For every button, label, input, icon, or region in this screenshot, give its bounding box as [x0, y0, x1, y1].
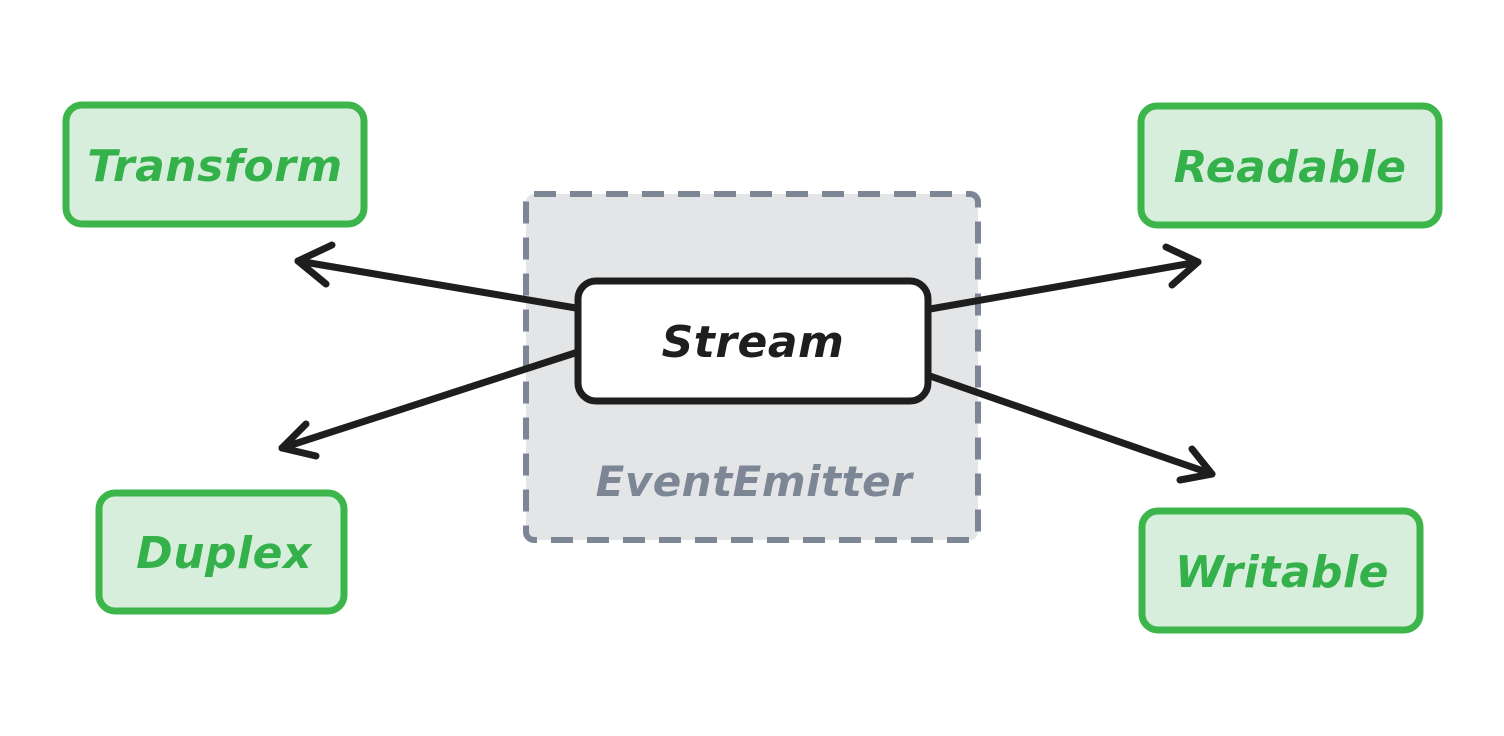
- stream-node: Stream: [574, 277, 932, 405]
- readable-box: [1137, 102, 1443, 229]
- duplex-box: [95, 489, 348, 615]
- writable-label: Writable: [1175, 547, 1389, 598]
- arrow-to-transform: [294, 241, 580, 312]
- transform-node: Transform: [62, 101, 368, 228]
- transform-box: [62, 101, 368, 228]
- readable-node: Readable: [1137, 102, 1443, 229]
- transform-label: Transform: [87, 141, 343, 192]
- readable-label: Readable: [1174, 142, 1407, 193]
- writable-box: [1138, 507, 1424, 634]
- duplex-node: Duplex: [95, 489, 348, 615]
- eventemitter-label: EventEmitter: [596, 457, 915, 506]
- stream-label: Stream: [662, 317, 845, 368]
- stream-box: [574, 277, 932, 405]
- arrow-to-writable: [926, 372, 1216, 484]
- writable-node: Writable: [1138, 507, 1424, 634]
- arrow-to-readable: [926, 243, 1202, 313]
- arrows: [278, 241, 1216, 484]
- duplex-label: Duplex: [136, 528, 313, 579]
- arrow-to-duplex: [278, 348, 582, 460]
